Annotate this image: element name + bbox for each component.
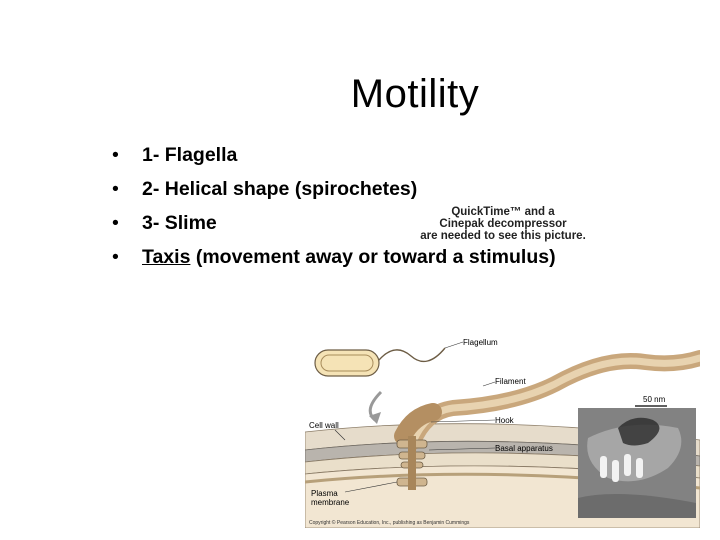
- leader-line: [428, 447, 496, 451]
- label-flagellum: Flagellum: [463, 338, 498, 347]
- quicktime-placeholder: QuickTime™ and a Cinepak decompressor ar…: [420, 206, 586, 242]
- micrograph-ring: [624, 454, 631, 476]
- filament-highlight: [409, 354, 700, 446]
- micrograph-cell-area: [587, 424, 682, 482]
- bullet-item: • Taxis (movement away or toward a stimu…: [112, 240, 556, 274]
- bullet-item: • 2- Helical shape (spirochetes): [112, 172, 556, 206]
- micrograph-ring: [636, 458, 643, 478]
- quicktime-line: QuickTime™ and a: [451, 206, 555, 218]
- slide-title: Motility: [350, 72, 480, 116]
- label-membrane: membrane: [311, 498, 350, 507]
- bullet-underlined-term: Taxis: [142, 246, 191, 268]
- label-scale: 50 nm: [643, 395, 666, 404]
- bullet-text: (movement away or toward a stimulus): [190, 246, 556, 268]
- bullet-text: 1- Flagella: [142, 144, 238, 166]
- electron-micrograph: [578, 408, 696, 518]
- bullet-item: • 3- Slime: [112, 206, 556, 240]
- leader-line: [482, 381, 496, 387]
- micrograph-lower-band: [578, 494, 696, 518]
- label-hook: Hook: [495, 416, 515, 425]
- leader-line: [344, 481, 398, 493]
- bullet-list: • 1- Flagella • 2- Helical shape (spiroc…: [112, 138, 556, 274]
- micrograph-ring: [600, 456, 607, 478]
- leader-line: [444, 341, 464, 349]
- micrograph-dark-region: [618, 417, 660, 446]
- basal-rod: [408, 436, 416, 490]
- quicktime-line: are needed to see this picture.: [420, 230, 586, 242]
- label-cell-wall: Cell wall: [309, 421, 339, 430]
- hook: [394, 403, 442, 445]
- bullet-text: 3- Slime: [142, 212, 217, 234]
- bacterium-inner-wall: [320, 354, 374, 372]
- label-basal-apparatus: Basal apparatus: [495, 444, 553, 453]
- label-plasma: Plasma: [311, 489, 338, 498]
- bacterium-cell: [314, 349, 380, 377]
- bullet-item: • 1- Flagella: [112, 138, 556, 172]
- zoom-arrowhead: [369, 412, 381, 424]
- leader-line: [430, 419, 496, 423]
- bullet-marker: •: [112, 212, 119, 234]
- label-filament: Filament: [495, 377, 526, 386]
- figure-copyright: Copyright © Pearson Education, Inc., pub…: [309, 519, 470, 526]
- bullet-marker: •: [112, 144, 119, 166]
- bullet-marker: •: [112, 178, 119, 200]
- quicktime-line: Cinepak decompressor: [439, 218, 567, 230]
- micrograph-ring: [612, 460, 619, 482]
- small-flagellum: [378, 347, 446, 363]
- bullet-text: 2- Helical shape (spirochetes): [142, 178, 418, 200]
- bullet-marker: •: [112, 246, 119, 268]
- leader-line: [334, 429, 346, 441]
